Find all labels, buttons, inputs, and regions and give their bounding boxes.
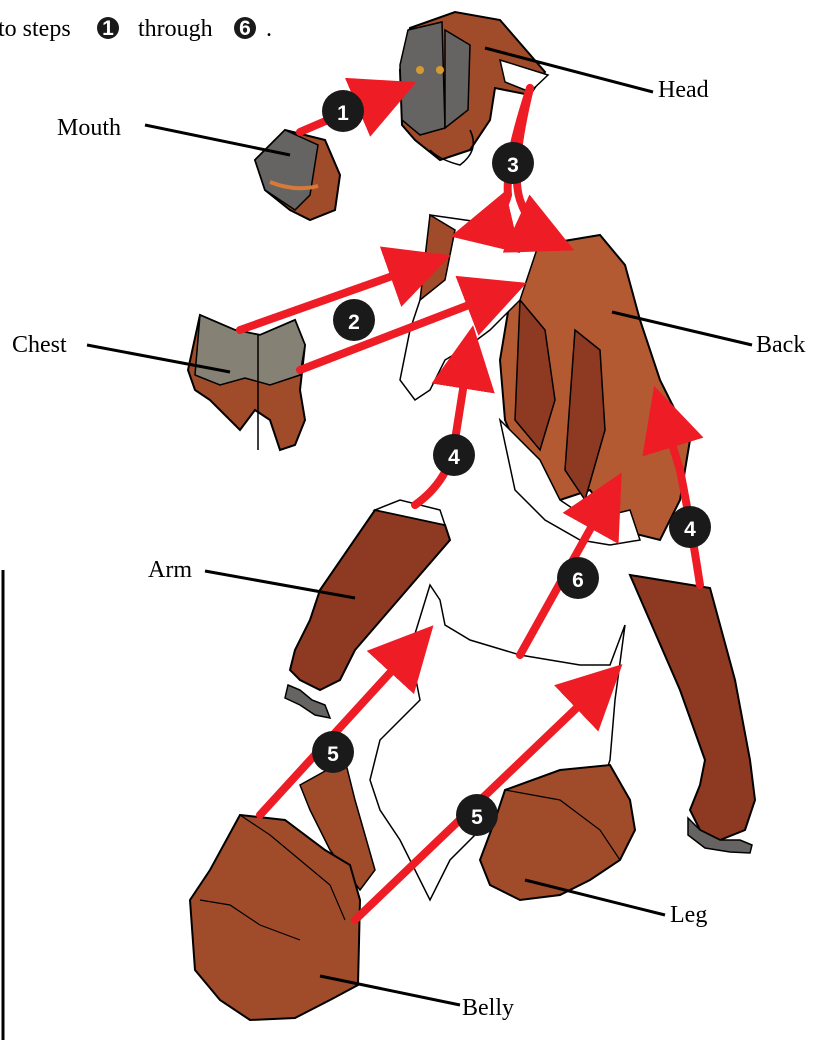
header-text-after: . <box>266 16 272 42</box>
label-back: Back <box>756 332 805 358</box>
mouth-leader-line <box>145 125 290 155</box>
label-chest: Chest <box>12 332 67 358</box>
step-badge-2: 2 <box>333 299 375 341</box>
header-text-middle: through <box>138 16 213 42</box>
step-badge-4-right: 4 <box>669 506 711 548</box>
svg-text:3: 3 <box>507 154 519 177</box>
header-step-last: 6 <box>239 17 251 40</box>
step-badge-5-lower: 5 <box>456 794 498 836</box>
svg-text:2: 2 <box>348 311 360 334</box>
step-badge-5-upper: 5 <box>312 731 354 773</box>
mouth-piece <box>255 130 340 220</box>
label-leg: Leg <box>670 902 707 928</box>
svg-text:1: 1 <box>337 102 349 125</box>
label-head: Head <box>658 77 709 103</box>
svg-text:6: 6 <box>572 569 584 592</box>
label-arm: Arm <box>148 557 192 583</box>
label-belly: Belly <box>462 995 514 1021</box>
header-line: to steps 1 through 6 . <box>0 16 272 42</box>
header-text-before: to steps <box>0 16 71 42</box>
back-piece <box>400 215 690 545</box>
step-badge-4-left: 4 <box>433 434 475 476</box>
svg-text:5: 5 <box>471 806 483 829</box>
right-arm-piece <box>630 575 755 853</box>
svg-text:4: 4 <box>448 446 460 469</box>
svg-text:4: 4 <box>684 518 696 541</box>
step-badge-1: 1 <box>322 90 364 132</box>
chest-piece <box>188 315 305 450</box>
header-step-first: 1 <box>102 17 114 40</box>
svg-text:5: 5 <box>327 743 339 766</box>
step-badge-6: 6 <box>557 557 599 599</box>
step-badge-3: 3 <box>492 142 534 184</box>
label-mouth: Mouth <box>57 115 121 141</box>
